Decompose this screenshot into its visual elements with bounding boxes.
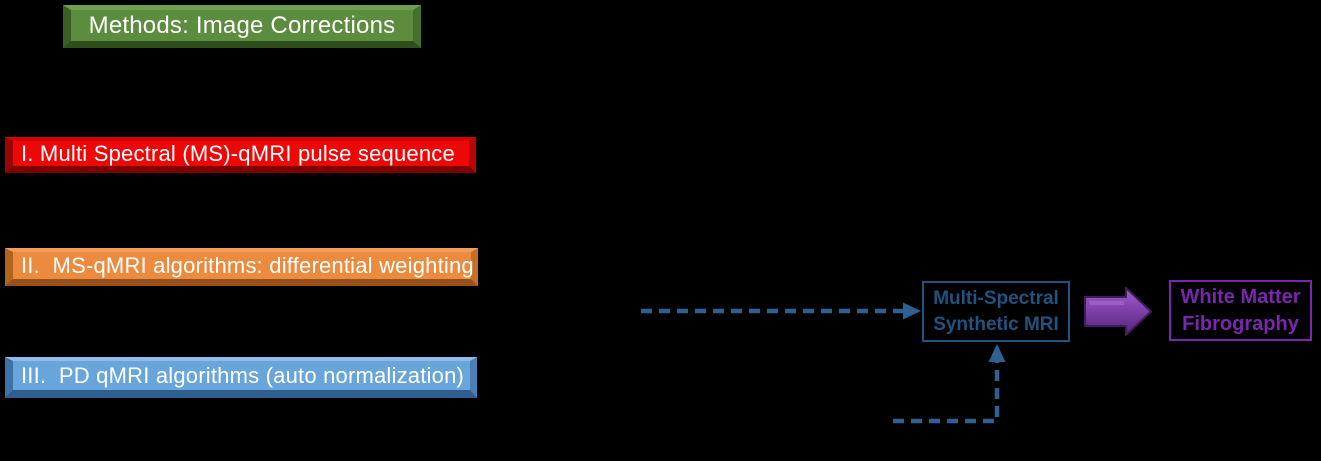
arrowhead-right-icon — [903, 302, 921, 320]
dashed-arrow-elbow — [893, 362, 1000, 424]
method-bar-3: III. PD qMRI algorithms (auto normalizat… — [5, 357, 477, 398]
method-bar-3-label: III. PD qMRI algorithms (auto normalizat… — [21, 362, 465, 388]
method-bar-2-label: II. MS-qMRI algorithms: differential wei… — [21, 252, 474, 278]
method-bar-1: I. Multi Spectral (MS)-qMRI pulse sequen… — [5, 137, 476, 173]
synthetic-mri-box: Multi-Spectral Synthetic MRI — [922, 281, 1070, 342]
title-label: Methods: Image Corrections — [88, 11, 396, 39]
fibrography-line1: White Matter — [1180, 285, 1301, 308]
synthetic-mri-line1: Multi-Spectral — [933, 287, 1059, 309]
method-bar-2: II. MS-qMRI algorithms: differential wei… — [5, 248, 478, 286]
fibrography-line2: Fibrography — [1182, 312, 1299, 335]
arrowhead-up-icon — [988, 344, 1006, 362]
right-block-arrow-icon — [1084, 287, 1153, 336]
fibrography-box: White Matter Fibrography — [1169, 280, 1312, 341]
title-box: Methods: Image Corrections — [63, 5, 421, 48]
synthetic-mri-line2: Synthetic MRI — [933, 313, 1059, 335]
method-bar-1-label: I. Multi Spectral (MS)-qMRI pulse sequen… — [21, 140, 455, 166]
